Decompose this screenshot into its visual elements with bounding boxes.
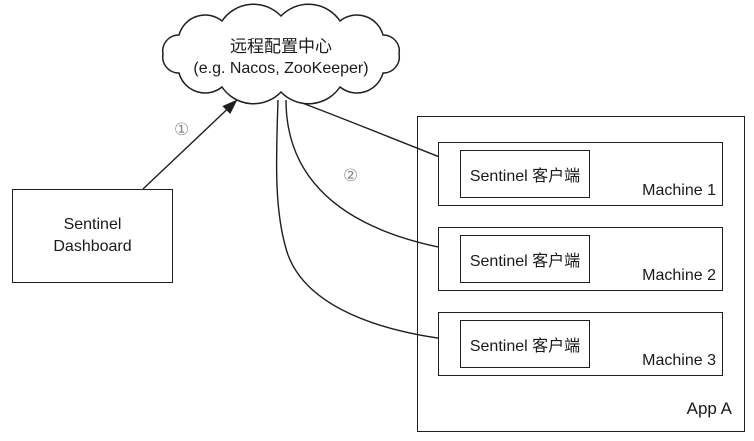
sentinel-client-box: Sentinel 客户端 [460,320,590,368]
step-1-label: ① [174,120,190,139]
sentinel-dashboard-box: Sentinel Dashboard [12,189,173,283]
cloud-title: 远程配置中心 [230,37,332,56]
machine-3-box: Sentinel 客户端 Machine 3 [438,312,723,376]
sentinel-client-box: Sentinel 客户端 [460,235,590,283]
cloud-subtitle: (e.g. Nacos, ZooKeeper) [193,60,369,77]
app-a-label: App A [686,399,732,418]
machine-1-box: Sentinel 客户端 Machine 1 [438,142,723,206]
machine-3-label: Machine 3 [642,352,716,369]
cloud-to-machine-3-arrow [275,99,461,345]
cloud-to-machine-1-arrow [293,99,461,166]
cloud-to-machine-2-arrow [285,99,461,255]
dashboard-to-cloud-arrow [142,99,238,190]
machine-2-label: Machine 2 [642,267,716,284]
config-center-cloud-shape [161,3,401,105]
machine-2-box: Sentinel 客户端 Machine 2 [438,227,723,291]
machine-1-label: Machine 1 [642,182,716,199]
sentinel-client-box: Sentinel 客户端 [460,150,590,198]
step-2-label: ② [343,166,359,185]
app-a-box: Sentinel 客户端 Machine 1 Sentinel 客户端 Mach… [417,116,745,432]
